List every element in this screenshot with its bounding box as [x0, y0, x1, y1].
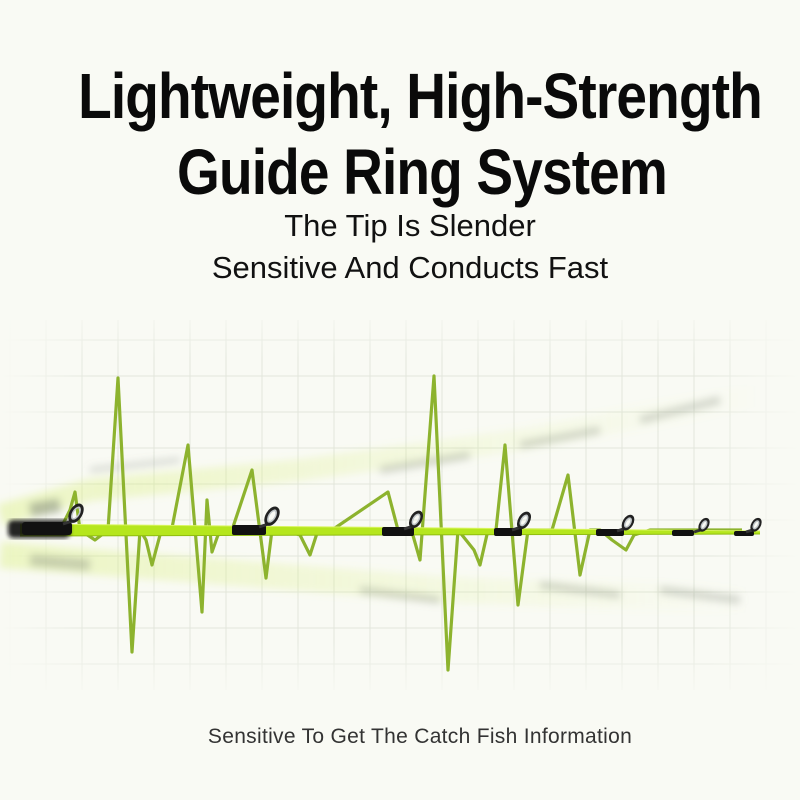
footer-caption: Sensitive To Get The Catch Fish Informat… — [207, 725, 633, 748]
guide-ring-icon — [616, 514, 635, 533]
guide-ring-icon — [258, 506, 280, 529]
subheadline-line-1: The Tip Is Slender — [284, 208, 536, 243]
motion-streaks — [0, 384, 763, 613]
grid-fade-horizontal — [0, 300, 800, 700]
guide-ring-icon — [62, 503, 84, 526]
headline-line-2: Guide Ring System — [176, 136, 668, 208]
headline-line-1: Lightweight, High-Strength — [78, 60, 763, 132]
guide-ring-icon — [511, 511, 532, 532]
guide-ring-icon — [745, 517, 762, 534]
guide-ring-system — [62, 503, 762, 534]
subheadline-line-2: Sensitive And Conducts Fast — [211, 250, 609, 285]
guide-ring-icon — [693, 517, 710, 534]
fishing-rod-illustration — [8, 520, 761, 538]
sensitivity-waveform — [58, 374, 742, 672]
guide-ring-icon — [403, 510, 424, 531]
